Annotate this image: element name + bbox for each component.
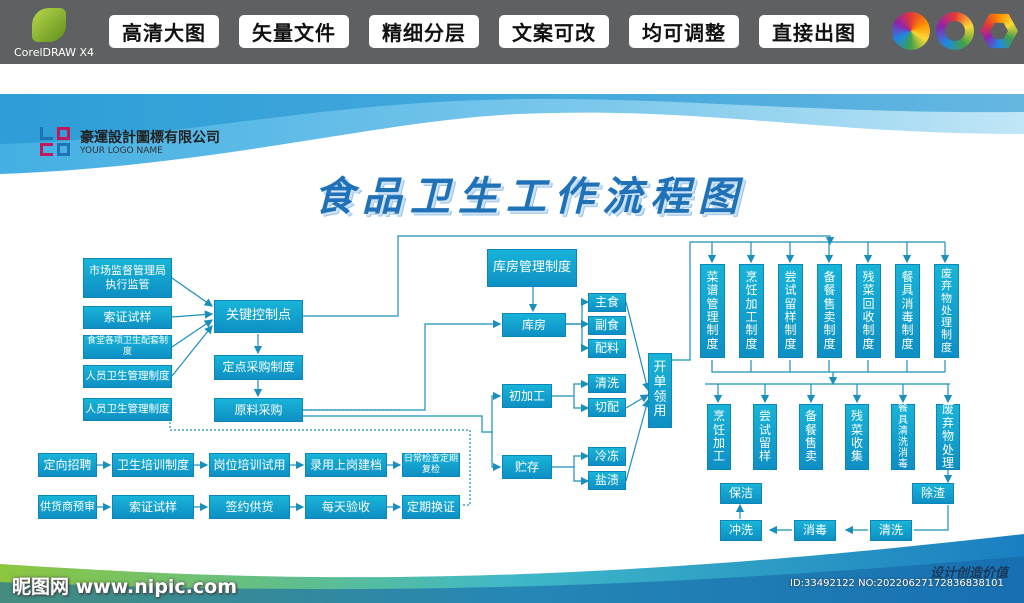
clean-keep-box: 保洁	[720, 483, 762, 504]
designated-purchase-box: 定点采购制度	[214, 355, 303, 380]
storage-box: 贮存	[502, 455, 552, 479]
feature-badge-print: 直接出图	[759, 15, 869, 48]
stage-box-collect: 残菜收集	[845, 404, 869, 470]
system-box-sampling: 尝试留样制度	[778, 264, 803, 358]
job-training-box: 岗位培训试用	[209, 453, 290, 477]
system-box-waste: 废弃物处理制度	[934, 264, 959, 358]
market-supervision-box: 市场监督管理局执行监管	[83, 258, 172, 298]
staple-food-box: 主食	[588, 293, 626, 312]
system-box-disinfection: 餐具消毒制度	[895, 264, 920, 358]
stage-box-serving: 备餐售卖	[799, 404, 823, 470]
non-staple-food-box: 副食	[588, 316, 626, 335]
stage-box-sampling: 尝试留样	[753, 404, 777, 470]
disinfect-box: 消毒	[794, 520, 836, 541]
canteen-hygiene-box: 食堂各项卫生配套制度	[83, 335, 172, 359]
system-box-menu: 菜谱管理制度	[700, 264, 725, 358]
feature-badge-layers: 精细分层	[369, 15, 479, 48]
system-box-serving: 备餐售卖制度	[817, 264, 842, 358]
coreldraw-logo: CorelDRAW X4	[14, 6, 104, 60]
clean-box: 清洗	[870, 520, 912, 541]
requisition-box: 开单领用	[648, 353, 672, 428]
company-name: 豪運設計圖標有限公司	[80, 130, 220, 146]
warehouse-box: 库房	[502, 313, 566, 337]
logo-mark-icon	[40, 127, 72, 157]
company-subtitle: YOUR LOGO NAME	[80, 146, 163, 156]
warehouse-management-box: 库房管理制度	[487, 249, 577, 287]
rinse-box: 冲洗	[720, 520, 762, 541]
slogan-text: 设计创造价值	[930, 566, 1009, 581]
stage-box-cooking: 烹饪加工	[707, 404, 731, 470]
feature-badge-adjustable: 均可调整	[629, 15, 739, 48]
staff-hygiene-box-2: 人员卫生管理制度	[83, 398, 172, 421]
system-box-cooking: 烹饪加工制度	[739, 264, 764, 358]
supplier-review-box: 供货商预审	[38, 495, 97, 519]
pickled-box: 盐渍	[588, 471, 626, 490]
feature-badge-editable: 文案可改	[499, 15, 609, 48]
recruit-box: 定向招聘	[38, 453, 97, 477]
system-box-leftover: 残菜回收制度	[856, 264, 881, 358]
background-swoosh	[0, 94, 1024, 603]
contract-supply-box: 签约供货	[209, 495, 290, 519]
feature-badge-vector: 矢量文件	[239, 15, 349, 48]
color-wheel-icon	[892, 12, 930, 50]
hygiene-training-box: 卫生培训制度	[112, 453, 194, 477]
key-control-point-box: 关键控制点	[214, 300, 303, 333]
preliminary-processing-box: 初加工	[502, 384, 552, 408]
color-ring-icon	[936, 12, 974, 50]
feature-badge-hd: 高清大图	[109, 15, 219, 48]
daily-check-box: 日常检查定期复检	[402, 453, 460, 477]
cut-box: 切配	[588, 398, 626, 417]
frozen-box: 冷冻	[588, 447, 626, 466]
stage-box-waste: 废弃物处理	[936, 402, 960, 470]
ingredients-box: 配料	[588, 339, 626, 358]
stage-box-wash-disinfect: 餐具清洗消毒	[891, 403, 915, 470]
coreldraw-leaf-icon	[32, 8, 66, 42]
license-sample-box: 索证试样	[83, 306, 172, 329]
daily-acceptance-box: 每天验收	[305, 495, 387, 519]
raw-material-purchase-box: 原料采购	[214, 398, 303, 422]
remove-residue-box: 除渣	[912, 483, 954, 504]
image-id-text: ID:33492122 NO:20220627172836838101	[790, 578, 1004, 589]
license-sample-box-2: 索证试样	[112, 495, 194, 519]
hire-file-box: 录用上岗建档	[305, 453, 387, 477]
coreldraw-brand-text: CorelDRAW X4	[14, 46, 95, 59]
page-title: 食品卫生工作流程图	[314, 174, 746, 220]
license-renewal-box: 定期换证	[402, 495, 460, 519]
top-banner: CorelDRAW X4 高清大图 矢量文件 精细分层 文案可改 均可调整 直接…	[0, 0, 1024, 64]
wash-box: 清洗	[588, 374, 626, 393]
staff-hygiene-box-1: 人员卫生管理制度	[83, 365, 172, 388]
watermark-text: 昵图网 www.nipic.com	[12, 576, 238, 598]
